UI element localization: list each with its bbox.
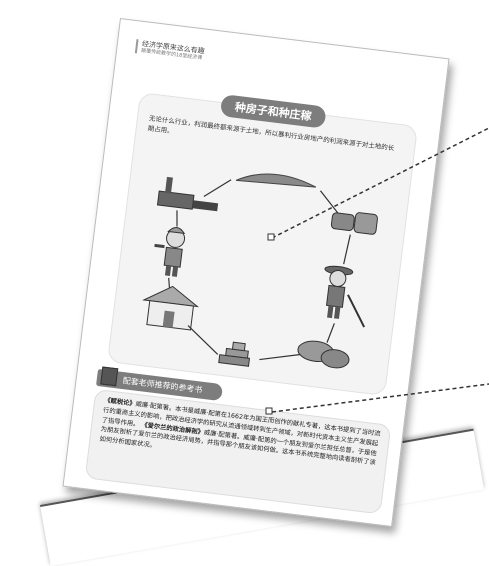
grain-sacks-icon (330, 212, 378, 235)
book1-title: 《赋税论》 (103, 396, 136, 408)
farmer-icon (324, 265, 366, 328)
scene: 经济学原来这么有趣 颠覆传统教学的18堂经济课 (40, 18, 489, 566)
hay-icon (297, 340, 350, 369)
house-icon (142, 285, 200, 331)
land-icon (235, 173, 317, 188)
book-page: 经济学原来这么有趣 颠覆传统教学的18堂经济课 (62, 18, 450, 527)
references-heading: 配套老师推荐的参考书 (122, 376, 203, 395)
bricks-icon (218, 341, 251, 367)
worker-icon (154, 226, 186, 277)
running-head: 经济学原来这么有趣 颠覆传统教学的18堂经济课 (134, 39, 206, 62)
brick-kiln-icon (156, 176, 219, 212)
book-icon (100, 366, 119, 387)
